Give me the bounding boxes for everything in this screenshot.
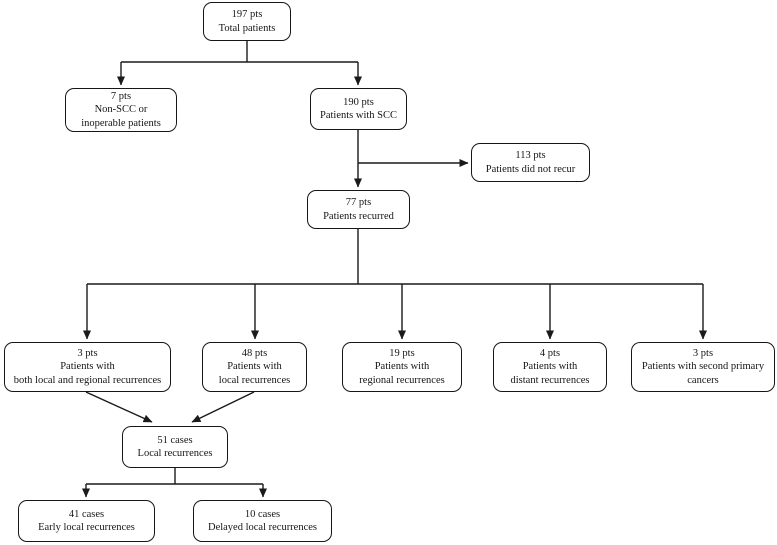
node-label: Patients did not recur: [485, 163, 576, 175]
node-label: Delayed local recurrences: [207, 522, 317, 533]
node-total-patients: 197 pts Total patients: [203, 2, 291, 41]
node-local-cases: 51 cases Local recurrences: [122, 426, 228, 468]
arrow-local-to-cases: [191, 391, 255, 423]
node-scc: 190 pts Patients with SCC: [310, 88, 407, 130]
node-count: 190 pts: [343, 96, 374, 108]
node-distant-recurrences: 4 pts Patients with distant recurrences: [493, 342, 607, 392]
node-count: 7 pts: [110, 90, 132, 102]
node-both-local-regional: 3 pts Patients with both local and regio…: [4, 342, 171, 392]
node-label: Total patients: [218, 22, 276, 34]
node-label: Patients with both local and regional re…: [13, 361, 162, 386]
node-label: Patients recurred: [323, 210, 394, 222]
node-count: 3 pts: [77, 347, 98, 359]
node-label: Non-SCC or inoperable patients: [81, 104, 161, 129]
node-label: Patients with second primary cancers: [641, 361, 765, 386]
node-label: Patients with regional recurrences: [359, 361, 445, 386]
node-recurred: 77 pts Patients recurred: [307, 190, 410, 229]
node-regional-recurrences: 19 pts Patients with regional recurrence…: [342, 342, 462, 392]
node-count: 48 pts: [241, 347, 268, 359]
node-count: 77 pts: [345, 197, 372, 208]
node-non-scc: 7 pts Non-SCC or inoperable patients: [65, 88, 177, 132]
node-did-not-recur: 113 pts Patients did not recur: [471, 143, 590, 182]
node-local-recurrences: 48 pts Patients with local recurrences: [202, 342, 307, 392]
arrow-both-to-cases: [85, 391, 153, 423]
node-label: Patients with SCC: [319, 110, 397, 121]
node-early-local: 41 cases Early local recurrences: [18, 500, 155, 542]
node-count: 197 pts: [231, 9, 263, 20]
node-label: Patients with local recurrences: [218, 361, 291, 386]
node-count: 19 pts: [389, 347, 415, 359]
node-count: 51 cases: [157, 434, 193, 446]
node-count: 41 cases: [68, 508, 105, 520]
node-label: Patients with distant recurrences: [510, 361, 590, 386]
node-count: 3 pts: [692, 347, 714, 359]
node-delayed-local: 10 cases Delayed local recurrences: [193, 500, 332, 542]
node-count: 113 pts: [515, 150, 546, 161]
node-label: Early local recurrences: [38, 522, 135, 533]
node-count: 4 pts: [539, 347, 561, 359]
node-second-primary: 3 pts Patients with second primary cance…: [631, 342, 775, 392]
node-count: 10 cases: [244, 508, 281, 520]
node-label: Local recurrences: [137, 448, 213, 459]
